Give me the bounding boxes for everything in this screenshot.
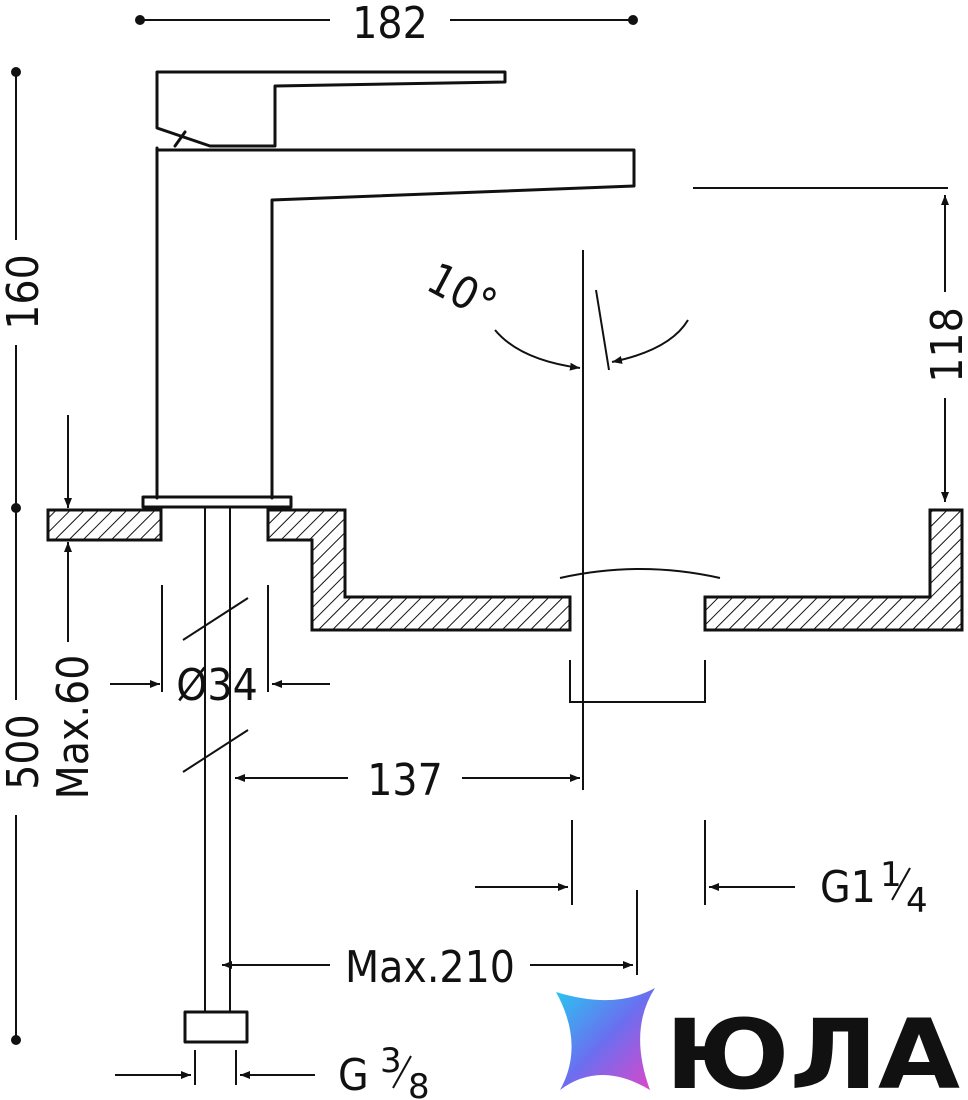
label-118: 118 [922, 307, 968, 383]
svg-text:4: 4 [906, 881, 928, 921]
logo-text: ЮЛА [665, 999, 960, 1100]
watermark-logo: ЮЛА [556, 988, 960, 1100]
drain-arc [559, 568, 721, 579]
dimension-angle [494, 319, 689, 371]
svg-text:8: 8 [408, 1067, 430, 1100]
label-500: 500 [0, 714, 49, 790]
logo-star-icon [556, 988, 655, 1090]
drain-body [569, 660, 706, 703]
label-max-60: Max.60 [48, 655, 99, 800]
label-diameter: Ø34 [176, 660, 258, 711]
label-drain-thread: G1 1 4 [820, 855, 928, 921]
dimension-max-210 [222, 890, 638, 975]
label-137: 137 [367, 755, 443, 806]
dimension-diameter [110, 585, 330, 692]
label-supply-thread: G 3 8 [338, 1041, 430, 1100]
svg-text:G1: G1 [820, 862, 876, 913]
label-182: 182 [352, 0, 428, 49]
dimension-182 [135, 15, 638, 25]
dimension-500 [11, 512, 21, 1045]
dimension-160 [11, 67, 21, 513]
spout-axis [582, 250, 610, 790]
svg-text:3: 3 [380, 1041, 402, 1081]
svg-text:1: 1 [880, 855, 902, 895]
label-160: 160 [0, 254, 49, 330]
faucet-outline [141, 70, 636, 509]
dimension-drain-thread [475, 820, 795, 905]
dimension-118 [693, 187, 949, 502]
countertop-section [46, 508, 964, 632]
dimension-supply-thread [115, 1050, 315, 1085]
label-angle: 10° [419, 253, 505, 331]
label-max-210: Max.210 [345, 942, 515, 993]
svg-text:G: G [338, 1050, 369, 1100]
supply-hose [182, 508, 249, 1044]
